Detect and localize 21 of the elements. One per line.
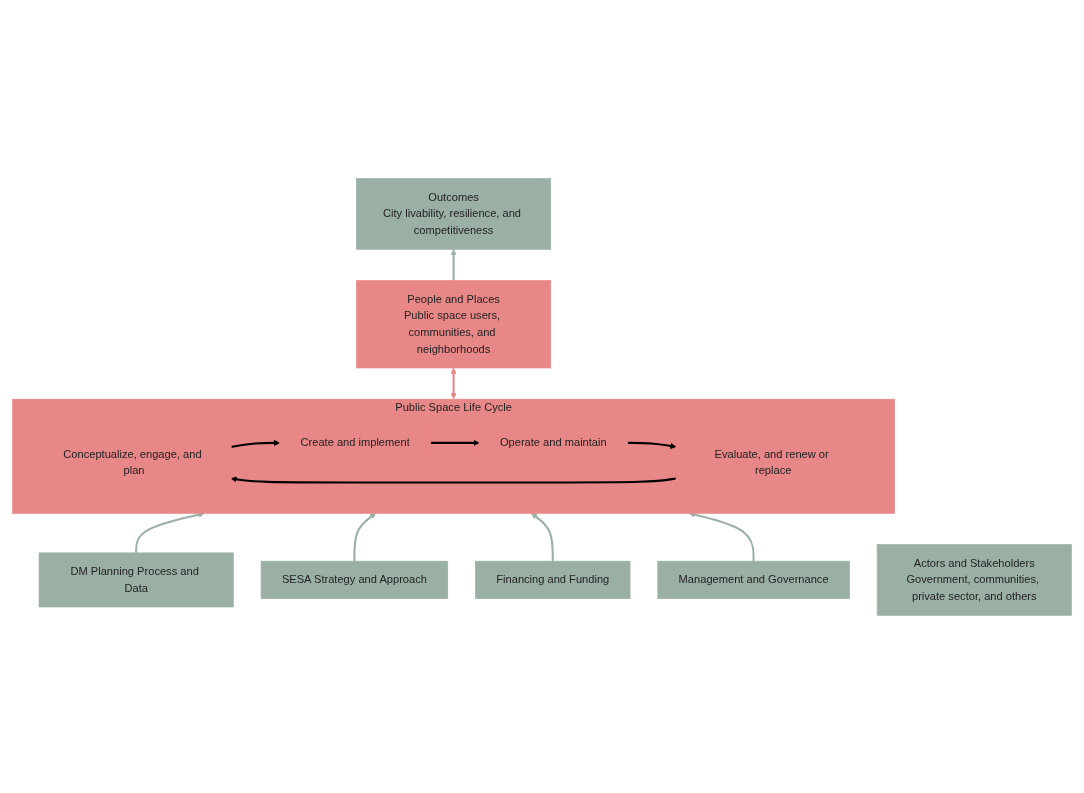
node-box: SESA Strategy and Approach — [260, 560, 449, 599]
arrow — [531, 512, 554, 561]
node-box: Outcomes City livability, resilience, and competitiveness — [356, 177, 552, 250]
node-box: DM Planning Process and Data — [38, 552, 234, 607]
node-text: Evaluate, and renew or replace — [714, 447, 829, 477]
node-text: Create and implement — [300, 436, 410, 449]
node-box: Management and Governance — [657, 560, 850, 599]
arrow — [230, 475, 677, 484]
node-box: Actors and Stakeholders Government, communities, private sector, and others — [876, 543, 1072, 616]
arrow — [450, 367, 457, 399]
arrow — [230, 439, 280, 448]
arrow — [135, 511, 205, 553]
node-text: Conceptualize, engage, and plan — [63, 447, 202, 477]
arrow — [353, 512, 376, 561]
node-box: Financing and Funding — [475, 560, 631, 599]
node-box: People and Places Public space users, communities, and neighborhoods — [356, 279, 552, 368]
arrow — [688, 511, 755, 561]
arrow — [450, 248, 457, 281]
node-text: Operate and maintain — [499, 436, 607, 449]
arrow — [430, 439, 480, 446]
arrow — [627, 441, 677, 449]
